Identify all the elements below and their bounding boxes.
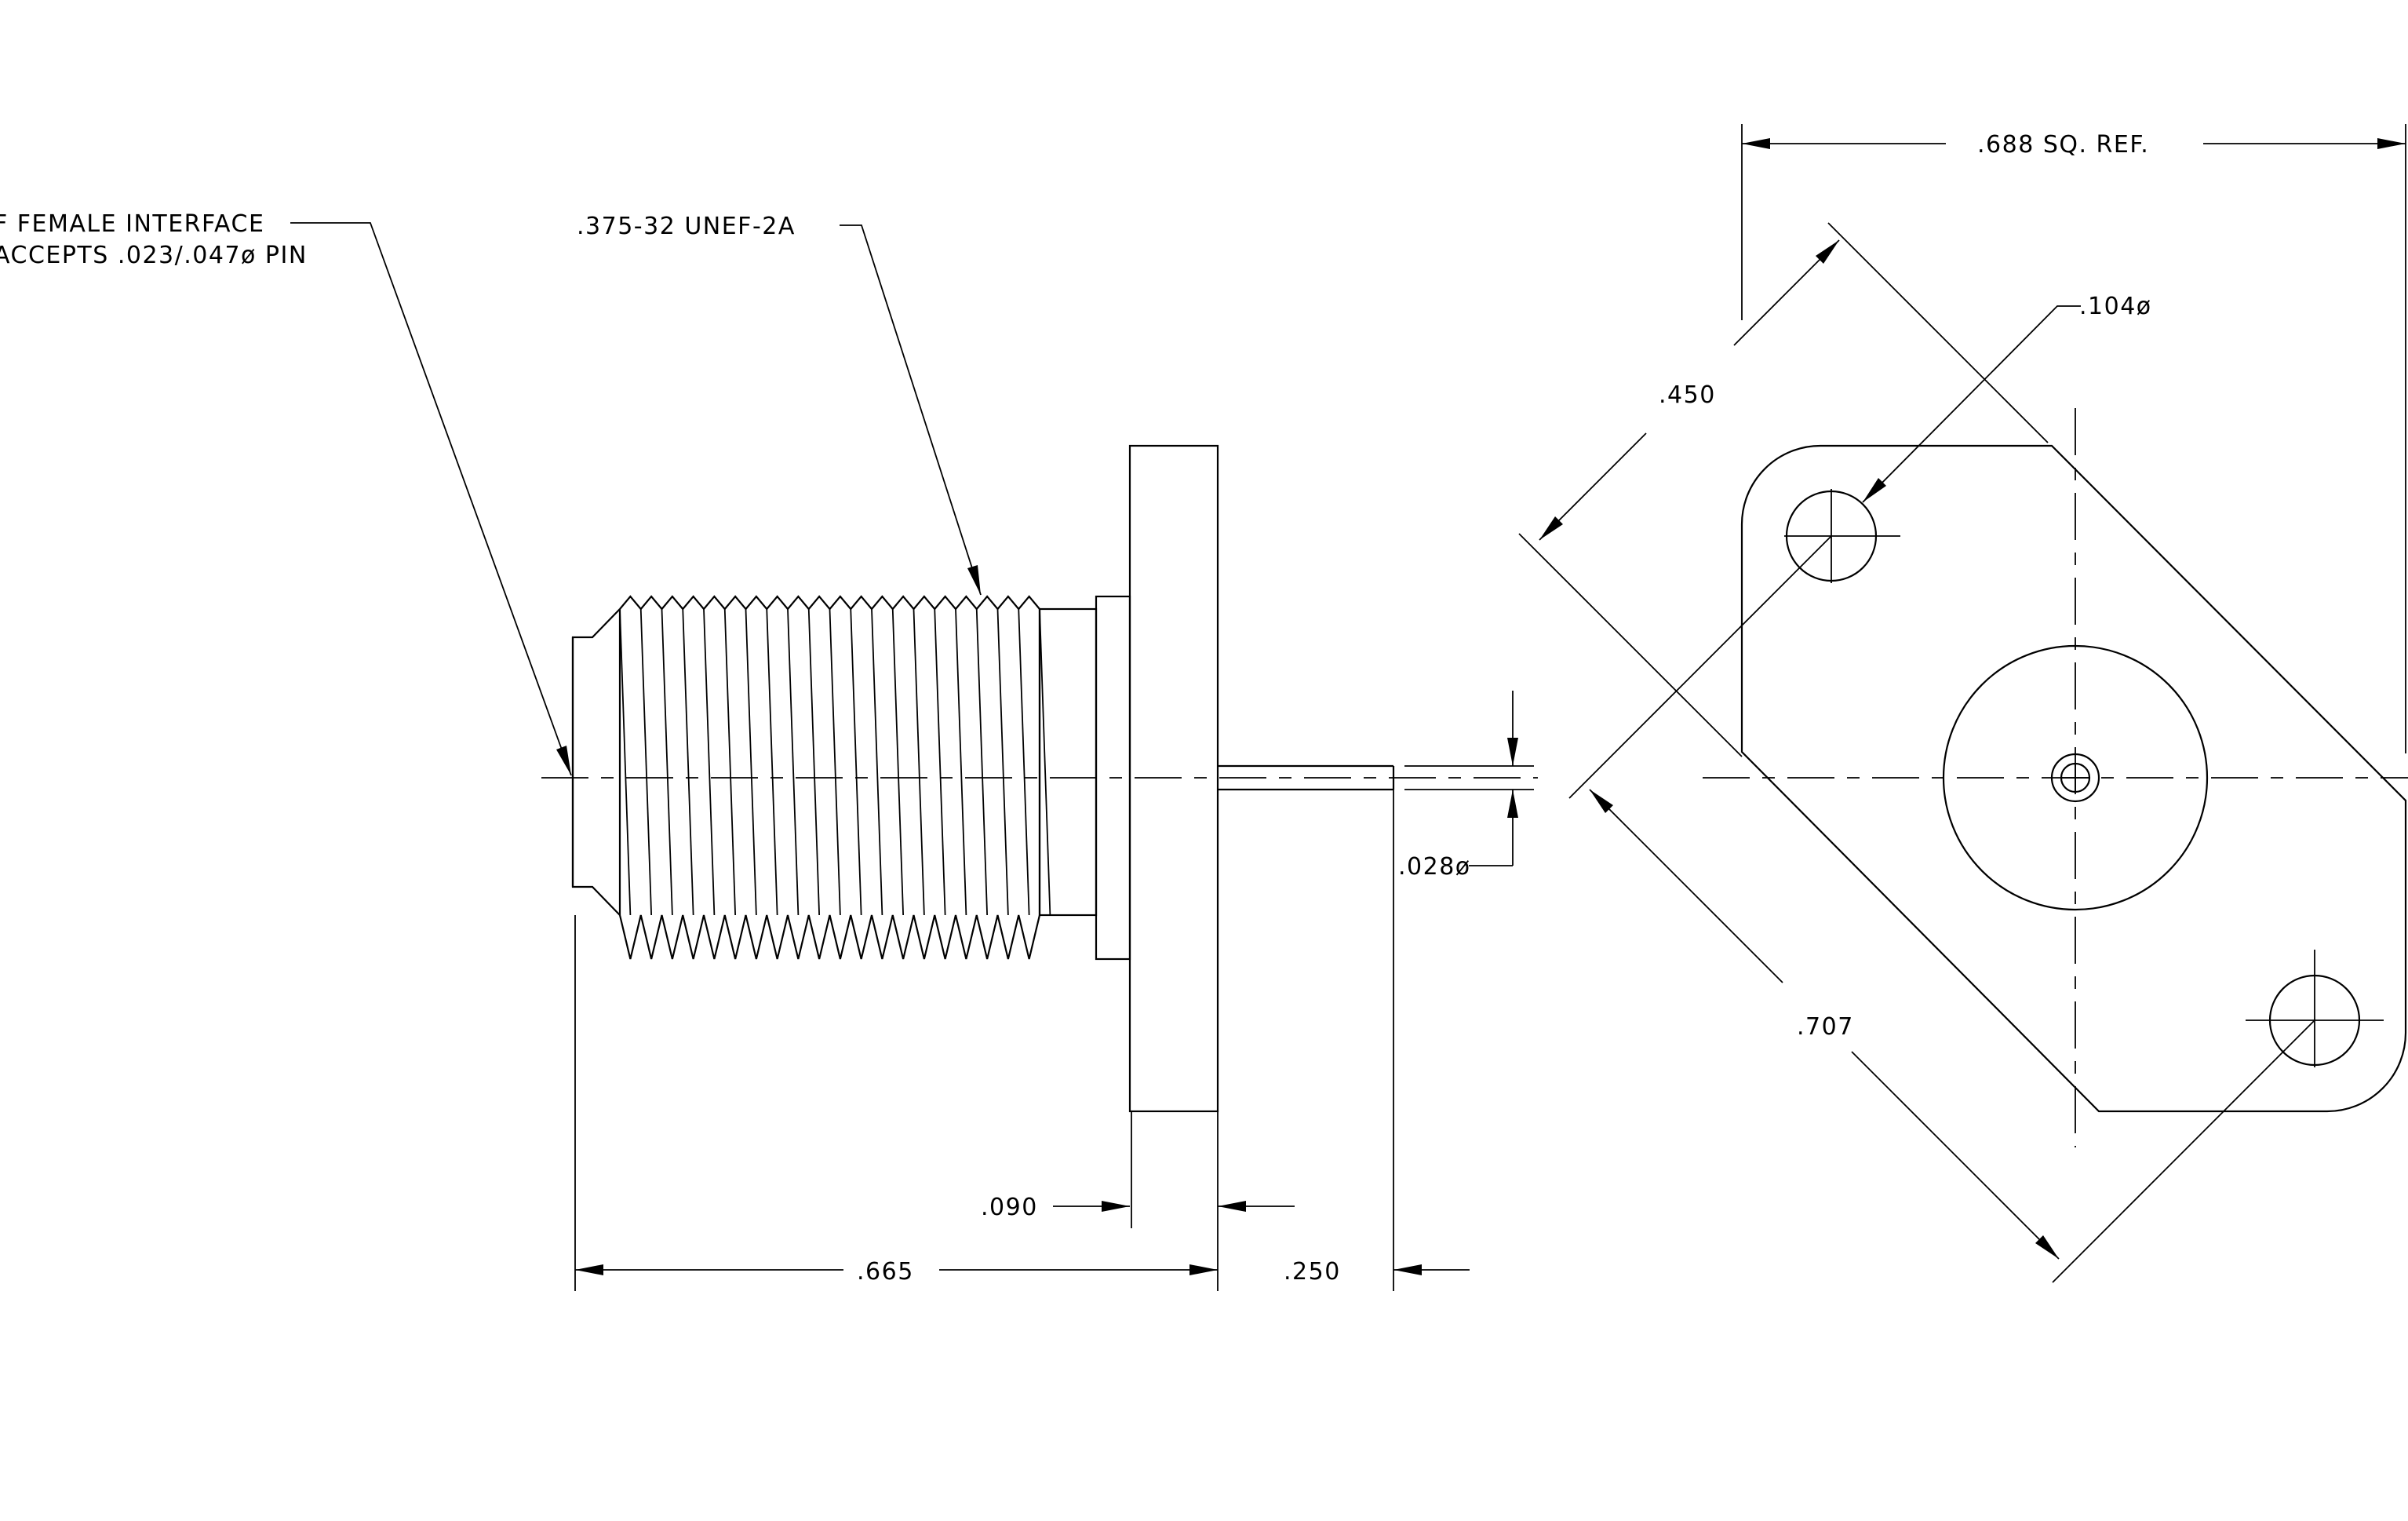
thread-line — [829, 608, 841, 916]
thread-line — [703, 608, 716, 916]
thread-line — [1039, 608, 1051, 916]
dim-pin-length-label: .250 — [1284, 1258, 1341, 1286]
thread-crest-bottom — [618, 914, 1041, 960]
thread-line — [934, 608, 946, 916]
threaded-body — [618, 595, 1051, 960]
dim-flange-square-label: .688 SQ. REF. — [1977, 131, 2149, 159]
dim-hole-diameter: .104ø — [1568, 293, 2152, 799]
thread-line — [745, 608, 757, 916]
thread-line — [807, 608, 821, 916]
thread-line — [787, 608, 800, 916]
dim-pin-length: .250 — [1284, 1258, 1470, 1286]
interface-note: F FEMALE INTERFACE ACCEPTS .023/.047ø PI… — [0, 210, 572, 776]
dim-flange-thickness: .090 — [981, 1194, 1295, 1221]
dim-pin-diameter-label: .028ø — [1398, 853, 1471, 881]
interface-note-line2: ACCEPTS .023/.047ø PIN — [0, 242, 308, 269]
thread-crest-top — [619, 595, 1040, 611]
flange-outline — [1740, 444, 2407, 1113]
thread-note-label: .375-32 UNEF-2A — [577, 213, 796, 240]
dim-diagonal-label: .707 — [1797, 1013, 1854, 1041]
thread-line — [975, 608, 989, 916]
flange — [1128, 444, 1219, 1113]
dim-hole-spacing-label: .450 — [1659, 381, 1716, 409]
interface-note-line1: F FEMALE INTERFACE — [0, 210, 264, 238]
dim-overall-length-label: .665 — [857, 1258, 914, 1286]
thread-line — [891, 608, 905, 916]
dim-hole-spacing: .450 — [1518, 222, 2049, 757]
front-view: .688 SQ. REF. .104ø .450 .707 — [1518, 124, 2408, 1283]
dim-flange-thickness-label: .090 — [981, 1194, 1038, 1221]
thread-note: .375-32 UNEF-2A — [577, 213, 982, 596]
thread-line — [913, 608, 925, 916]
dim-overall-length: .665 — [575, 1258, 1218, 1286]
thread-line — [996, 608, 1009, 916]
thread-line — [661, 608, 673, 916]
thread-line — [619, 608, 632, 916]
dim-diagonal: .707 — [1589, 789, 2315, 1283]
thread-line — [723, 608, 737, 916]
thread-line — [955, 608, 967, 916]
connector-nose — [571, 608, 621, 916]
thread-line — [1018, 608, 1030, 916]
dim-pin-diameter: .028ø — [1398, 691, 1518, 881]
dim-hole-diameter-label: .104ø — [2079, 293, 2152, 320]
side-view: .028ø .090 .665 .250 F FEMAL — [0, 210, 1538, 1291]
thread-line — [850, 608, 862, 916]
thread-line — [766, 608, 778, 916]
thread-line — [682, 608, 694, 916]
thread-line — [639, 608, 653, 916]
thread-line — [871, 608, 883, 916]
dim-flange-square: .688 SQ. REF. — [1741, 124, 2406, 753]
